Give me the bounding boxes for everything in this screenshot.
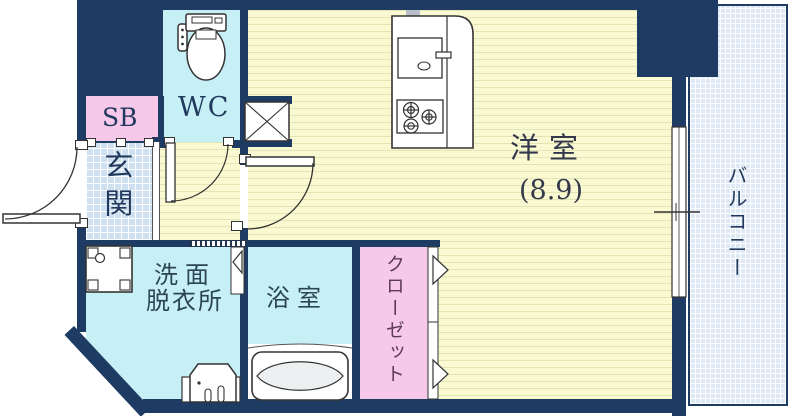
door-jamb [231, 221, 243, 231]
toilet-icon [177, 13, 227, 81]
door-jamb [144, 138, 154, 147]
room-door-icon [245, 156, 315, 230]
wall [77, 96, 86, 150]
wall [77, 0, 163, 96]
wall [77, 240, 440, 247]
vanity-sink-icon [181, 363, 241, 403]
wall [232, 140, 240, 148]
closet-label: クローゼット [382, 254, 405, 386]
wall [240, 228, 248, 247]
bathroom-label: 浴室 [266, 284, 328, 312]
room-entrance [86, 142, 152, 240]
refrigerator-space-icon [242, 96, 292, 147]
sliding-door [189, 240, 247, 247]
door-jamb [75, 140, 88, 150]
kitchen-sink-icon [397, 37, 452, 79]
sliding-window-icon [654, 126, 700, 298]
room-closet [360, 247, 428, 399]
wall [163, 0, 645, 10]
wall [637, 0, 718, 77]
bathtub-icon [247, 343, 353, 401]
washing-machine-icon [85, 245, 133, 293]
wall [143, 399, 686, 413]
western-room-size: (8.9) [518, 175, 583, 206]
wc-label: WC [178, 92, 231, 123]
wall [352, 247, 360, 399]
wall [77, 222, 86, 332]
wall [158, 96, 164, 142]
washroom-label-line1: 洗面 [154, 261, 216, 289]
wc-door-icon [165, 142, 229, 203]
entrance-label: 玄関 [99, 150, 134, 226]
bathroom-door-icon [230, 246, 245, 295]
room-shoe-box [86, 96, 158, 142]
shoe-box-label: SB [102, 103, 138, 132]
washroom-label: 洗面 脱衣所 [138, 262, 232, 315]
washroom-label-line2: 脱衣所 [146, 287, 224, 316]
entrance-step [152, 142, 160, 240]
gas-stove-icon [396, 99, 444, 134]
wall [240, 10, 248, 165]
balcony-label: バルコニー [724, 165, 748, 280]
closet-doors-icon [427, 246, 449, 400]
entrance-door-icon [2, 146, 81, 224]
door-jamb [116, 138, 126, 147]
wall [240, 247, 248, 399]
kitchen-counter-icon [391, 10, 474, 149]
western-room-label: 洋室 [509, 131, 588, 165]
